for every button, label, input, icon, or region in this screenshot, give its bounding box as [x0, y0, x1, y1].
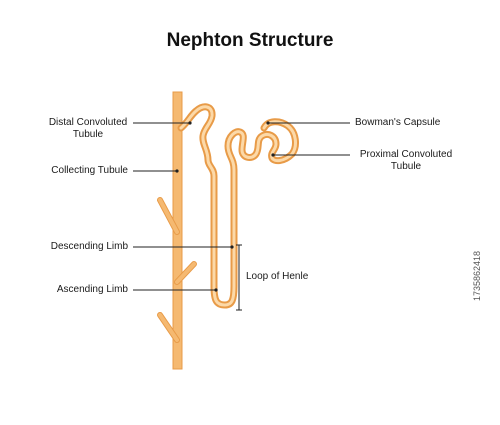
label-bowmans-capsule: Bowman's Capsule — [355, 117, 441, 128]
label-proximal-line-2: Tubule — [390, 161, 422, 172]
label-distal-convoluted-tubule: Distal Convoluted Tubule — [38, 117, 138, 141]
label-distal-line-2: Tubule — [72, 129, 104, 140]
collecting-tubule — [157, 91, 197, 370]
stock-image-id: 1735862418 — [472, 250, 482, 302]
label-proximal-convoluted-tubule: Proximal Convoluted Tubule — [350, 149, 462, 173]
label-descending-limb: Descending Limb — [50, 241, 128, 252]
label-loop-of-henle: Loop of Henle — [246, 271, 309, 282]
label-proximal-line-1: Proximal Convoluted — [359, 149, 453, 160]
label-ascending-limb: Ascending Limb — [56, 284, 128, 295]
label-collecting-tubule: Collecting Tubule — [51, 165, 128, 176]
nephron-tubule — [177, 103, 299, 309]
leader-lines — [133, 121, 350, 311]
label-distal-line-1: Distal Convoluted — [48, 117, 128, 128]
diagram-title: Nephton Structure — [166, 30, 334, 51]
loop-of-henle-bracket — [236, 244, 242, 311]
